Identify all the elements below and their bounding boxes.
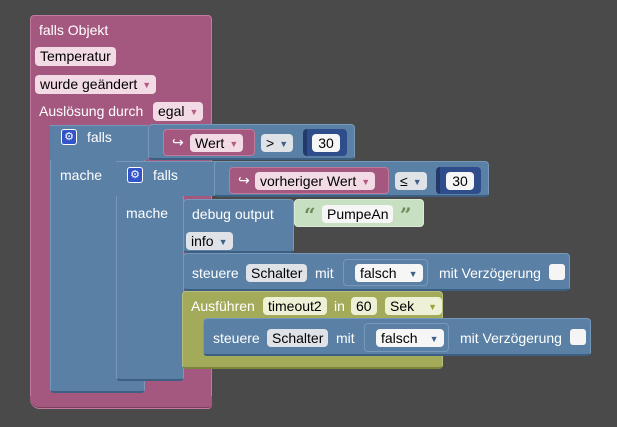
chevron-down-icon: ▼ — [408, 269, 418, 279]
control2-with-label: mit — [336, 330, 355, 346]
control2-value-dropdown[interactable]: falsch ▼ — [376, 329, 444, 347]
if2-label: falls — [153, 167, 178, 183]
control1-value-label: falsch — [360, 265, 397, 281]
trigger-title: falls Objekt — [39, 22, 109, 38]
if-block-inner[interactable] — [116, 161, 184, 381]
timeout-unit-dropdown[interactable]: Sek ▼ — [385, 297, 443, 315]
if1-do-label: mache — [60, 167, 103, 183]
if2-do-label: mache — [126, 205, 169, 221]
chevron-down-icon: ▼ — [428, 302, 438, 312]
control1-delay-label: mit Verzögerung — [439, 265, 541, 281]
chevron-down-icon: ▼ — [142, 80, 152, 90]
control2-delay-checkbox[interactable] — [570, 329, 586, 345]
trigger-object-field[interactable]: Temperatur — [35, 47, 116, 66]
debug-level-label: info — [191, 233, 214, 249]
chevron-down-icon: ▼ — [218, 237, 228, 247]
debug-level-dropdown[interactable]: info ▼ — [186, 232, 233, 250]
timeout-in-label: in — [334, 298, 345, 314]
close-quote-icon: ” — [400, 203, 412, 227]
control2-delay-label: mit Verzögerung — [460, 330, 562, 346]
timeout-label: Ausführen — [191, 298, 255, 314]
operator-dropdown-2[interactable]: ≤▼ — [395, 172, 427, 190]
operator-label-2: ≤ — [400, 173, 408, 189]
return-arrow-icon: ↪ — [238, 172, 250, 188]
gear-icon[interactable]: ⚙ — [61, 129, 77, 145]
timeout-unit-label: Sek — [390, 298, 415, 314]
chevron-down-icon: ▼ — [229, 139, 239, 149]
control1-value-dropdown[interactable]: falsch ▼ — [355, 264, 423, 282]
chevron-down-icon: ▼ — [279, 139, 289, 149]
control1-delay-checkbox[interactable] — [549, 264, 565, 280]
operator-dropdown-1[interactable]: >▼ — [261, 134, 294, 152]
gear-icon[interactable]: ⚙ — [127, 167, 143, 183]
trigger-value-dropdown[interactable]: egal ▼ — [153, 102, 204, 121]
control2-label: steuere — [213, 330, 260, 346]
open-quote-icon: “ — [304, 203, 316, 227]
variable-label-1: Wert — [195, 135, 225, 151]
timeout-amount-field[interactable]: 60 — [351, 297, 377, 315]
number-field-1[interactable]: 30 — [312, 134, 340, 152]
trigger-object-label: Temperatur — [40, 48, 111, 64]
return-arrow-icon: ↪ — [172, 134, 184, 150]
control2-object-field[interactable]: Schalter — [267, 329, 329, 347]
control2-value-label: falsch — [381, 330, 418, 346]
variable-dropdown-2[interactable]: vorheriger Wert ▼ — [255, 172, 376, 190]
debug-output-label: debug output — [192, 206, 274, 222]
chevron-down-icon: ▼ — [412, 177, 422, 187]
variable-dropdown-1[interactable]: Wert ▼ — [190, 134, 244, 152]
timeout-name-field[interactable]: timeout2 — [263, 297, 327, 315]
operator-label-1: > — [266, 135, 275, 151]
control1-with-label: mit — [315, 265, 334, 281]
trigger-event-label: wurde geändert — [40, 76, 138, 92]
chevron-down-icon: ▼ — [429, 334, 439, 344]
debug-text-field[interactable]: PumpeAn — [322, 205, 394, 223]
trigger-value-label: egal — [158, 103, 185, 119]
trigger-by-label: Auslösung durch — [39, 103, 144, 119]
number-field-2[interactable]: 30 — [446, 172, 474, 190]
control1-label: steuere — [192, 265, 239, 281]
chevron-down-icon: ▼ — [361, 177, 371, 187]
if1-label: falls — [87, 129, 112, 145]
trigger-event-dropdown[interactable]: wurde geändert ▼ — [35, 75, 157, 94]
variable-label-2: vorheriger Wert — [260, 173, 357, 189]
chevron-down-icon: ▼ — [189, 107, 199, 117]
control1-object-field[interactable]: Schalter — [246, 264, 308, 282]
event-trigger-footer — [30, 396, 212, 408]
